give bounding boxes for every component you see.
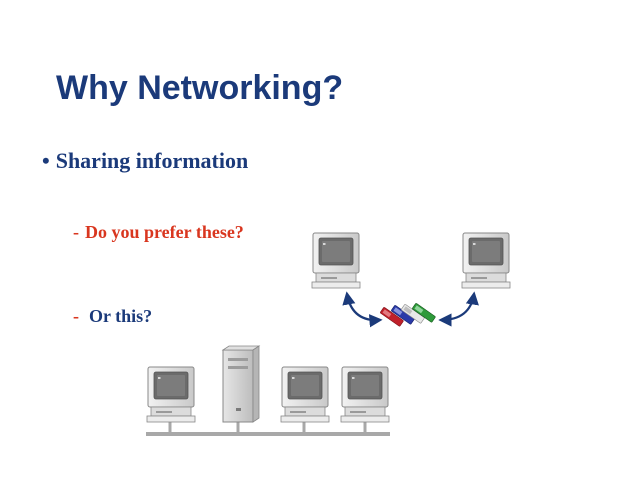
- slide-title: Why Networking?: [56, 69, 344, 107]
- sub-item-dash: -: [73, 306, 79, 326]
- left-transfer-arrow: [342, 291, 383, 328]
- computer-icon: [461, 232, 511, 289]
- right-transfer-arrow: [438, 291, 479, 327]
- sub-item-prefer-these: -Do you prefer these?: [73, 223, 244, 241]
- sub-item-dash: -: [73, 222, 79, 242]
- floppy-disks-icon: [380, 303, 436, 327]
- computer-icon: [340, 366, 390, 423]
- sub-item-text: Or this?: [89, 306, 153, 326]
- sub-item-text: Do you prefer these?: [85, 222, 244, 242]
- sub-item-or-this: -Or this?: [73, 307, 152, 325]
- computer-icon: [311, 232, 361, 289]
- server-tower-icon: [221, 345, 261, 423]
- bullet-text: Sharing information: [55, 148, 249, 173]
- bullet-item: •Sharing information: [42, 150, 248, 172]
- computer-icon: [146, 366, 196, 423]
- bullet-marker: •: [42, 148, 50, 173]
- computer-icon: [280, 366, 330, 423]
